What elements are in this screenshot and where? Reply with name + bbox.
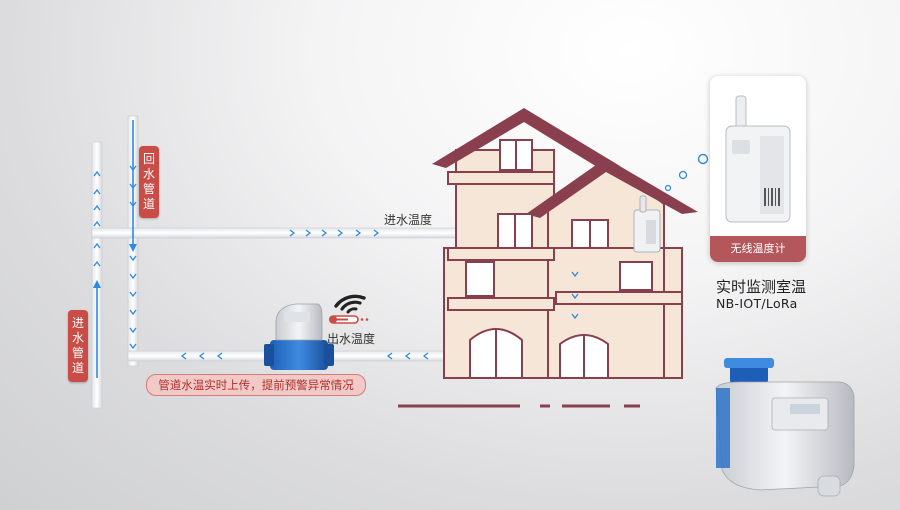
return-arrow-head-icon — [129, 244, 137, 252]
protocol-text: NB-IOT/LoRa — [716, 296, 798, 311]
large-water-meter — [715, 358, 855, 497]
inlet-pipe-label: 进水管道 — [68, 310, 88, 382]
wireless-thermometer-image — [725, 95, 791, 223]
pipe-flow-arrow-icon — [571, 271, 579, 320]
vertical-pipes — [91, 115, 139, 409]
pipe-flow-arrow-icon — [289, 229, 380, 237]
headline-text: 实时监测室温 — [716, 278, 807, 296]
house-illustration — [398, 108, 698, 408]
pipe-flow-arrow-icon — [129, 165, 137, 350]
bubble-icon — [664, 153, 709, 192]
pipe-water-meter — [264, 303, 334, 370]
outlet-temp-label: 出水温度 — [327, 332, 376, 346]
return-pipe-label: 回水管道 — [139, 146, 159, 218]
wireless-thermometer-card: 无线温度计 — [710, 76, 806, 262]
wifi-thermometer-icon — [329, 294, 369, 324]
device-caption: 无线温度计 — [710, 236, 806, 262]
warning-banner: 管道水温实时上传，提前预警异常情况 — [146, 374, 366, 396]
inlet-arrow-head-icon — [93, 280, 101, 288]
pipe-flow-arrow-icon — [93, 170, 101, 267]
pipe-flow-arrow-icon — [180, 352, 429, 360]
inlet-temp-label: 进水温度 — [384, 213, 433, 227]
